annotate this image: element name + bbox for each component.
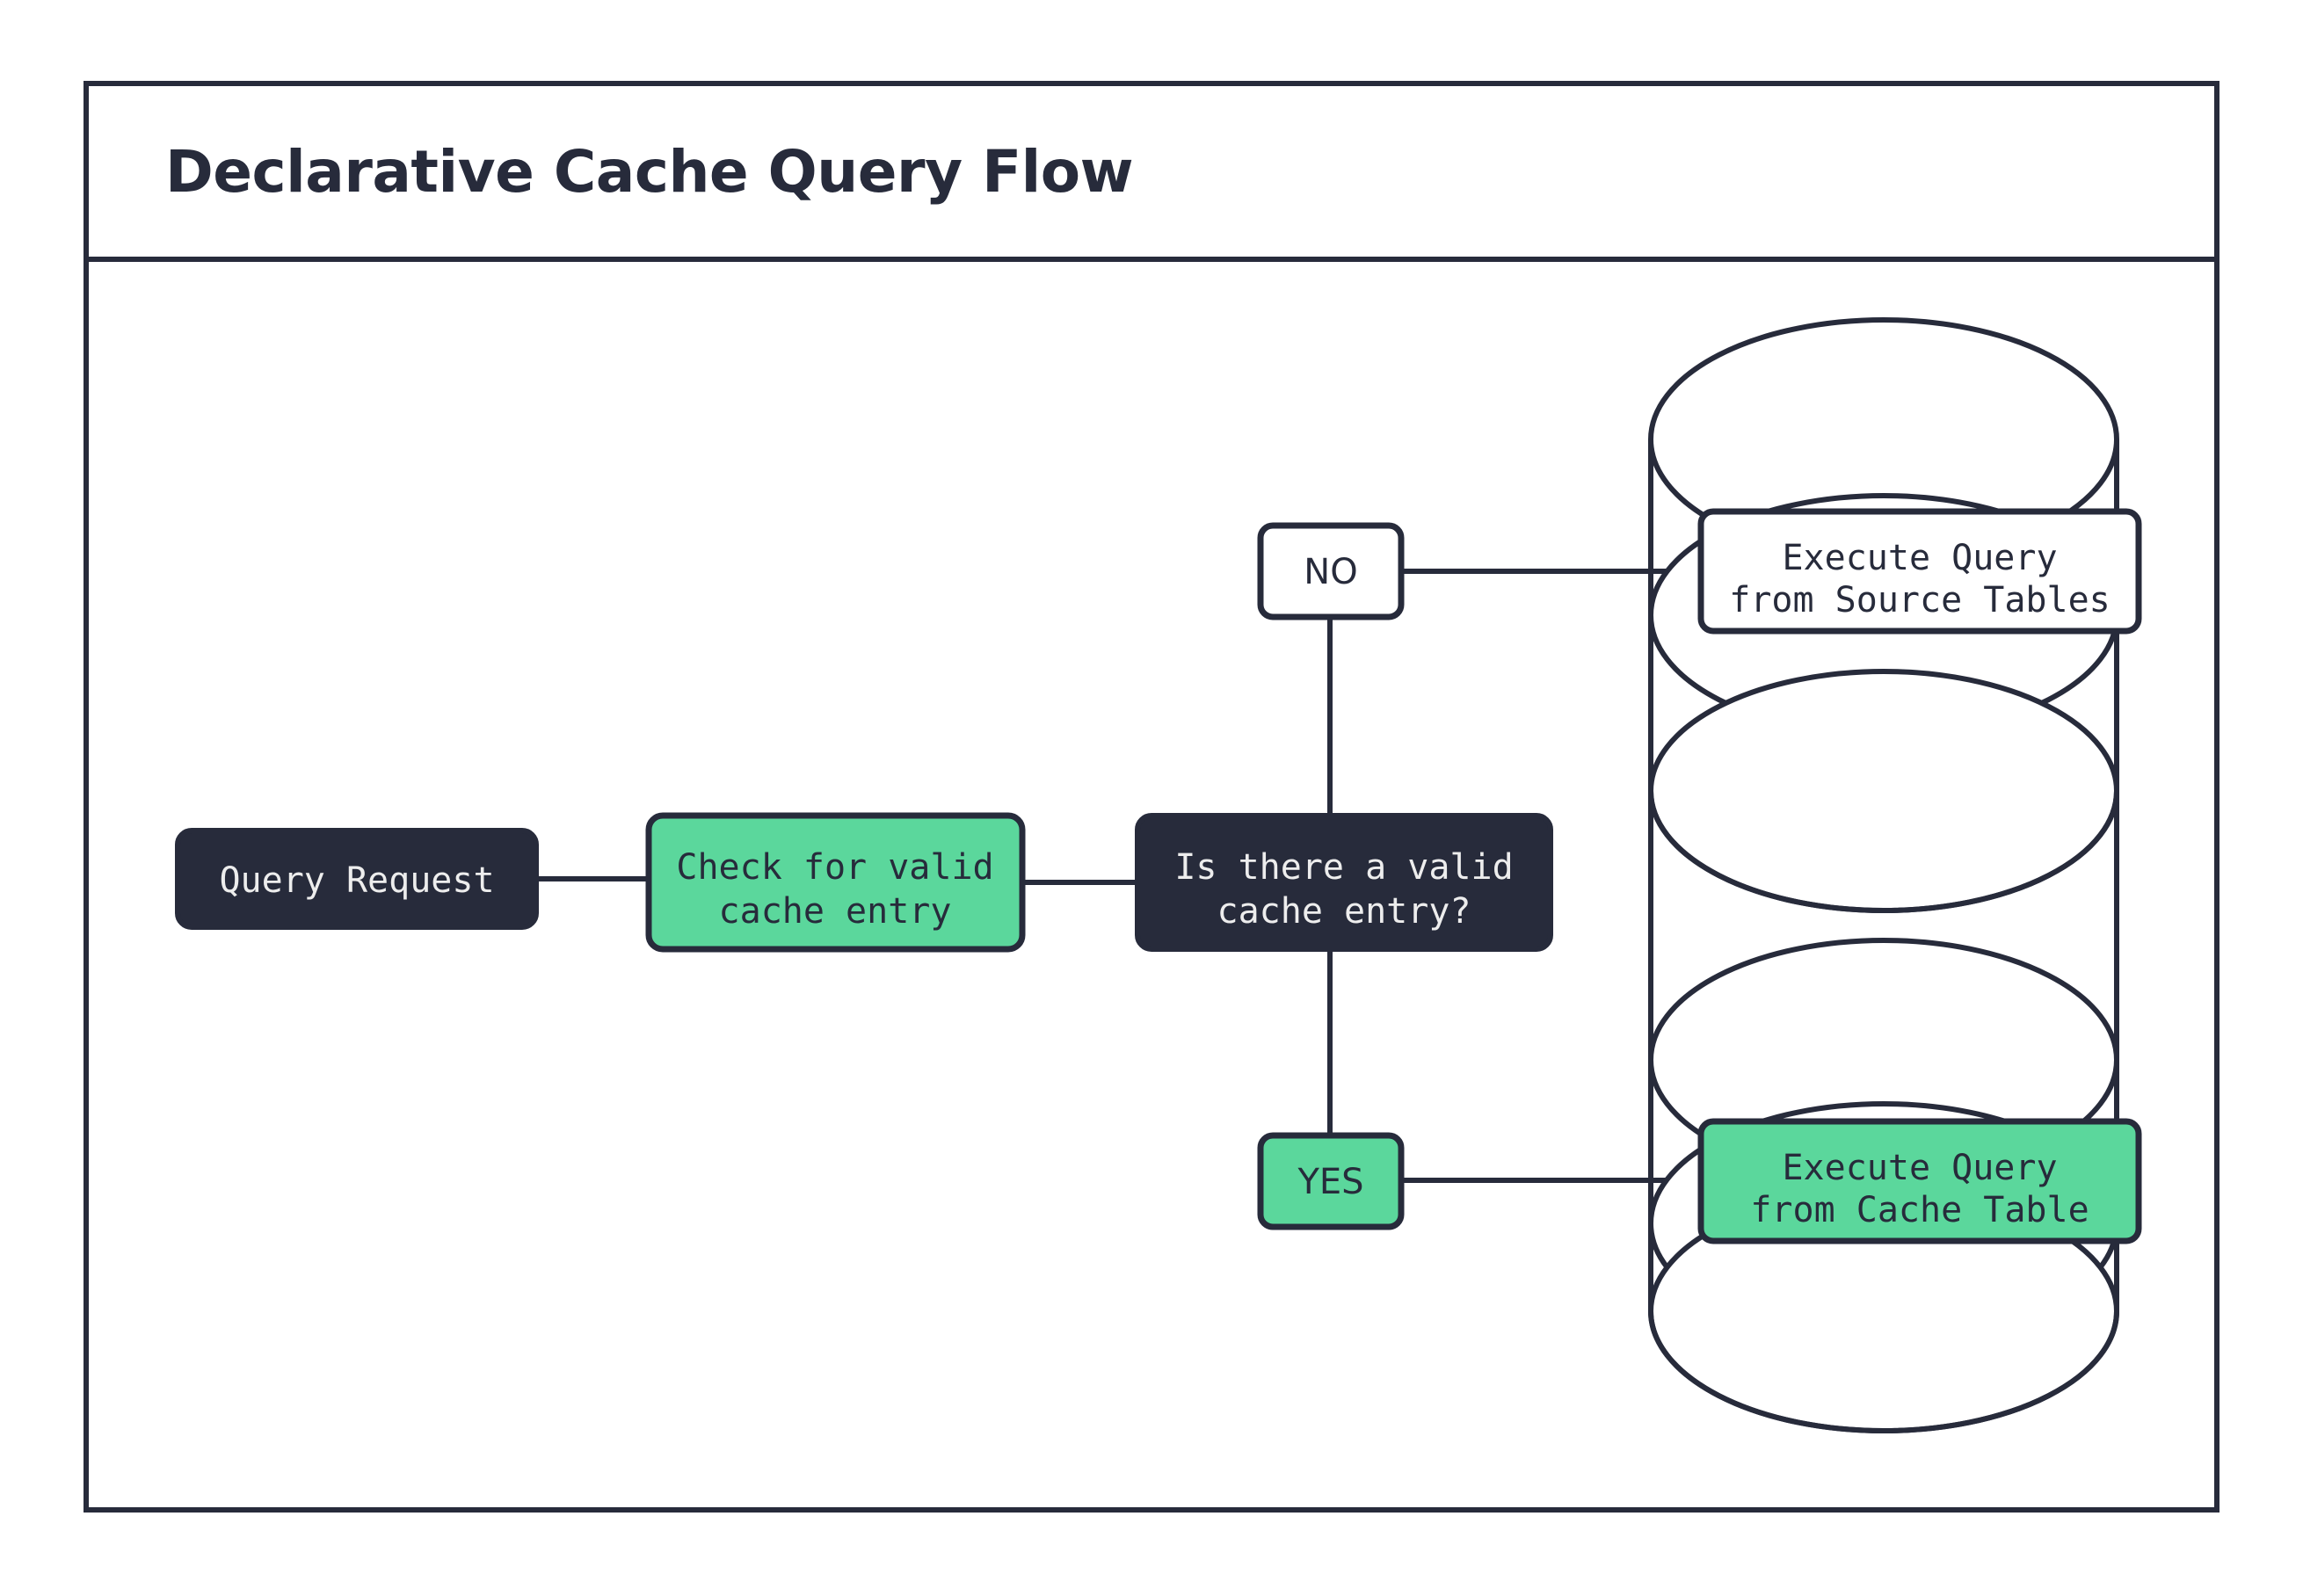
branch-no-label: NO xyxy=(1304,552,1357,592)
cache-table-node[interactable]: Execute Query from Cache Table xyxy=(1697,1118,2142,1244)
branch-yes-node[interactable]: YES xyxy=(1257,1132,1405,1230)
decision-label-line2: cache entry? xyxy=(1217,891,1471,932)
check-cache-label-line1: Check for valid xyxy=(676,847,993,888)
source-tables-label-line2: from Source Tables xyxy=(1729,580,2110,620)
check-cache-node[interactable]: Check for valid cache entry xyxy=(645,812,1026,953)
source-tables-label-line1: Execute Query xyxy=(1782,538,2057,578)
decision-label-line1: Is there a valid xyxy=(1174,847,1513,888)
branch-no-node[interactable]: NO xyxy=(1257,522,1405,620)
check-cache-label-line2: cache entry xyxy=(719,891,952,932)
page-title: Declarative Cache Query Flow xyxy=(165,138,1133,206)
source-tables-node[interactable]: Execute Query from Source Tables xyxy=(1697,508,2142,635)
query-request-node[interactable]: Query Request xyxy=(175,828,539,930)
branch-yes-label: YES xyxy=(1297,1162,1363,1202)
diagram-frame xyxy=(84,81,2219,1513)
cache-table-label-line2: from Cache Table xyxy=(1750,1190,2089,1230)
decision-node[interactable]: Is there a valid cache entry? xyxy=(1135,813,1553,952)
cache-table-label-line1: Execute Query xyxy=(1782,1148,2057,1188)
query-request-label: Query Request xyxy=(219,860,494,901)
